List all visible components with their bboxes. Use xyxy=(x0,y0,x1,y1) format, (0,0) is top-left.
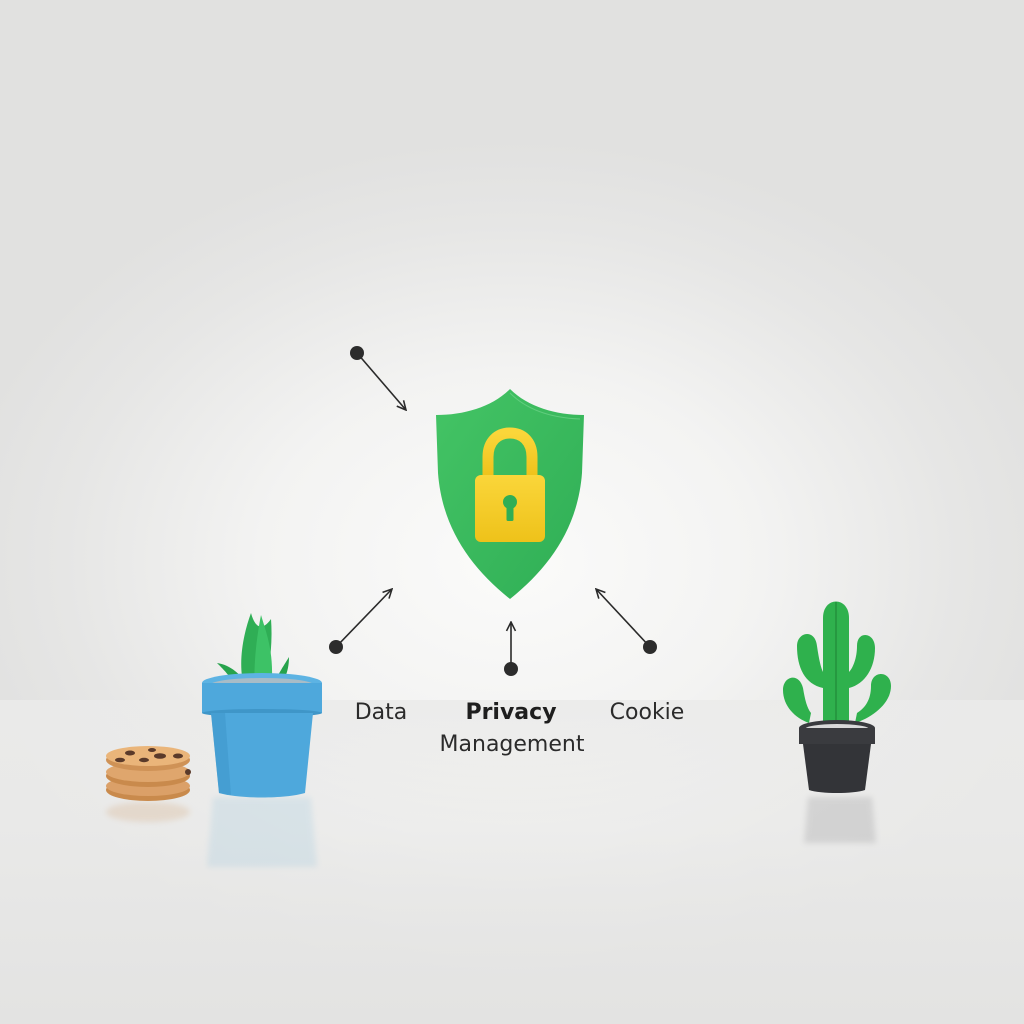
blue-potted-succulent-icon xyxy=(202,613,322,798)
blue-pot-reflection xyxy=(207,797,317,867)
label-cookie: Cookie xyxy=(609,700,685,725)
label-privacy: Privacy xyxy=(465,700,557,725)
label-management: Management xyxy=(439,732,585,757)
cookie-stack-icon xyxy=(106,746,191,801)
bottom-right-connector xyxy=(596,589,657,654)
dark-potted-cactus-icon xyxy=(783,601,891,793)
dark-pot-reflection xyxy=(804,797,876,843)
bottom-left-connector xyxy=(329,589,392,654)
cookie-reflection xyxy=(106,802,190,822)
shield-lock-icon xyxy=(436,389,584,599)
bottom-center-connector xyxy=(504,622,518,676)
top-left-connector xyxy=(350,346,406,410)
label-data: Data xyxy=(354,700,408,725)
